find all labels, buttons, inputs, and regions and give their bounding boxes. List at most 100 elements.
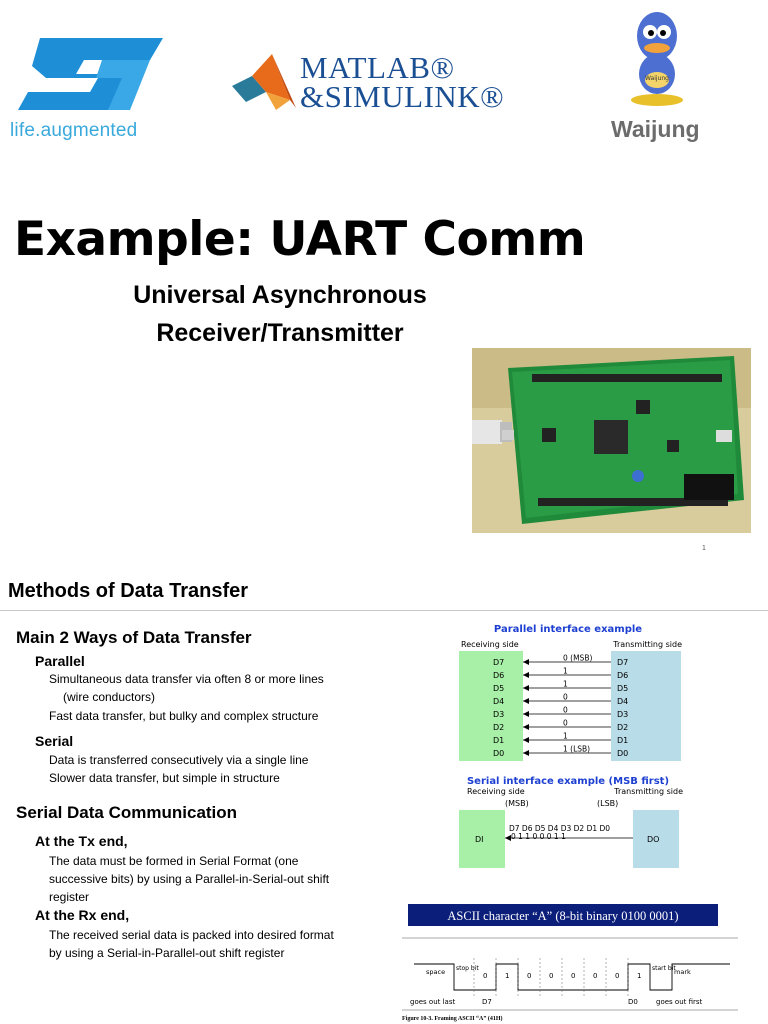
ascii-bit-0: 0: [483, 972, 487, 980]
parallel-bit-D5: 1: [563, 680, 568, 689]
parallel-arrow-D7: [523, 659, 529, 665]
parallel-arrow-D1: [523, 737, 529, 743]
ascii-bit-4: 0: [571, 972, 575, 980]
tx-line-3: register: [49, 890, 90, 904]
parallel-bit-D7: 0 (MSB): [563, 654, 592, 663]
parallel-arrow-D6: [523, 672, 529, 678]
section-heading-ways: Main 2 Ways of Data Transfer: [16, 628, 252, 647]
rx-line-2: by using a Serial-in-Parallel-out shift …: [49, 946, 285, 960]
serial-rx-pin: DI: [475, 835, 484, 844]
serial-line-1: Data is transferred consecutively via a …: [49, 753, 309, 767]
parallel-rx-pin-D0: D0: [493, 749, 504, 758]
serial-seq-bits: 0 1 1 0 0 0 1 1: [511, 832, 566, 841]
parallel-arrow-D2: [523, 724, 529, 730]
parallel-transmitting-label: Transmitting side: [612, 640, 682, 649]
tx-line-2: successive bits) by using a Parallel-in-…: [49, 872, 330, 886]
ascii-bit-2: 0: [527, 972, 531, 980]
ascii-goes-out-first: goes out first: [656, 998, 703, 1006]
stm32-discovery-board-photo: [472, 348, 751, 533]
parallel-bit-D1: 1: [563, 732, 568, 741]
ascii-space-label: space: [426, 968, 445, 976]
ascii-start-bit: start bit: [652, 965, 676, 972]
serial-msb-label: (MSB): [505, 799, 529, 808]
serial-tx-box: [633, 810, 679, 868]
parallel-line-2: Fast data transfer, but bulky and comple…: [49, 709, 319, 723]
simulink-wordmark: &SIMULINK®: [300, 79, 505, 114]
ascii-mark-label: mark: [674, 968, 691, 976]
ascii-header-text: ASCII character “A” (8-bit binary 0100 0…: [447, 909, 678, 923]
parallel-rx-pin-D2: D2: [493, 723, 504, 732]
matlab-membrane-icon: [232, 54, 296, 110]
parallel-receiving-label: Receiving side: [461, 640, 519, 649]
slide2-title: Methods of Data Transfer: [8, 580, 249, 602]
parallel-tx-pin-D7: D7: [617, 658, 628, 667]
st-tagline: life.augmented: [10, 120, 138, 141]
parallel-rx-pin-D5: D5: [493, 684, 504, 693]
st-logo: [18, 38, 163, 110]
ascii-stop-bit: stop bit: [456, 965, 479, 972]
ascii-bit-1: 1: [505, 972, 509, 980]
tx-heading: At the Tx end,: [35, 833, 128, 849]
parallel-bit-D2: 0: [563, 719, 568, 728]
waijung-badge: Waijung: [645, 75, 669, 82]
ascii-bit-5: 0: [593, 972, 597, 980]
parallel-bit-D0: 1 (LSB): [563, 745, 590, 754]
serial-heading: Serial: [35, 733, 74, 749]
rx-line-1: The received serial data is packed into …: [49, 928, 334, 942]
serial-rx-box: [459, 810, 505, 868]
subtitle-line-1: Universal Asynchronous: [133, 281, 427, 309]
parallel-line-1b: (wire conductors): [63, 690, 156, 704]
ascii-bit-6: 0: [615, 972, 619, 980]
ascii-bit-3: 0: [549, 972, 553, 980]
section-heading-serial-comm: Serial Data Communication: [16, 803, 238, 822]
ascii-caption: Figure 10-3. Framing ASCII “A” (41H): [402, 1015, 503, 1022]
page-number: 1: [702, 545, 706, 552]
ascii-header-banner: [408, 904, 718, 926]
ascii-bit-7: 1: [637, 972, 641, 980]
parallel-rx-pin-D4: D4: [493, 697, 504, 706]
parallel-tx-pin-D2: D2: [617, 723, 628, 732]
serial-lsb-label: (LSB): [597, 799, 618, 808]
parallel-tx-pin-D3: D3: [617, 710, 628, 719]
parallel-bit-D6: 1: [563, 667, 568, 676]
ascii-d0-label: D0: [628, 998, 638, 1006]
parallel-heading: Parallel: [35, 653, 85, 669]
waijung-duck-mascot: Waijung: [631, 12, 683, 106]
slide-title-heading: Example: UART Comm: [14, 212, 586, 267]
serial-tx-pin: DO: [647, 835, 659, 844]
parallel-bit-D3: 0: [563, 706, 568, 715]
parallel-arrow-D5: [523, 685, 529, 691]
parallel-rx-pin-D1: D1: [493, 736, 504, 745]
parallel-rx-pin-D6: D6: [493, 671, 504, 680]
parallel-tx-pin-D0: D0: [617, 749, 628, 758]
title-divider: [0, 610, 768, 611]
parallel-tx-pin-D4: D4: [617, 697, 628, 706]
parallel-line-1: Simultaneous data transfer via often 8 o…: [49, 672, 324, 686]
parallel-tx-pin-D6: D6: [617, 671, 628, 680]
parallel-tx-pin-D5: D5: [617, 684, 628, 693]
serial-diagram-title: Serial interface example (MSB first): [467, 776, 669, 787]
ascii-d7-label: D7: [482, 998, 492, 1006]
parallel-rx-box: [459, 651, 523, 761]
serial-line-2: Slower data transfer, but simple in stru…: [49, 771, 280, 785]
parallel-arrow-D0: [523, 750, 529, 756]
parallel-rx-pin-D3: D3: [493, 710, 504, 719]
matlab-wordmark: MATLAB®: [300, 50, 455, 85]
rx-heading: At the Rx end,: [35, 907, 130, 923]
serial-receiving-label: Receiving side: [467, 787, 525, 796]
waijung-wordmark: Waijung: [611, 116, 700, 142]
serial-seq-labels: D7 D6 D5 D4 D3 D2 D1 D0: [509, 824, 610, 833]
tx-line-1: The data must be formed in Serial Format…: [49, 854, 299, 868]
slide-subtitle: Universal Asynchronous Receiver/Transmit…: [110, 276, 450, 352]
subtitle-line-2: Receiver/Transmitter: [156, 319, 404, 347]
parallel-diagram-title: Parallel interface example: [494, 624, 642, 635]
parallel-arrow-D3: [523, 711, 529, 717]
serial-transmitting-label: Transmitting side: [613, 787, 683, 796]
slide-title: life.augmented MATLAB® &SIMULINK® Waijun…: [10, 12, 751, 552]
parallel-tx-pin-D1: D1: [617, 736, 628, 745]
parallel-arrow-D4: [523, 698, 529, 704]
parallel-bit-D4: 0: [563, 693, 568, 702]
ascii-framing-diagram: ASCII character “A” (8-bit binary 0100 0…: [402, 904, 738, 1022]
interface-diagram: Parallel interface example Receiving sid…: [447, 618, 689, 880]
ascii-goes-out-last: goes out last: [410, 998, 455, 1006]
